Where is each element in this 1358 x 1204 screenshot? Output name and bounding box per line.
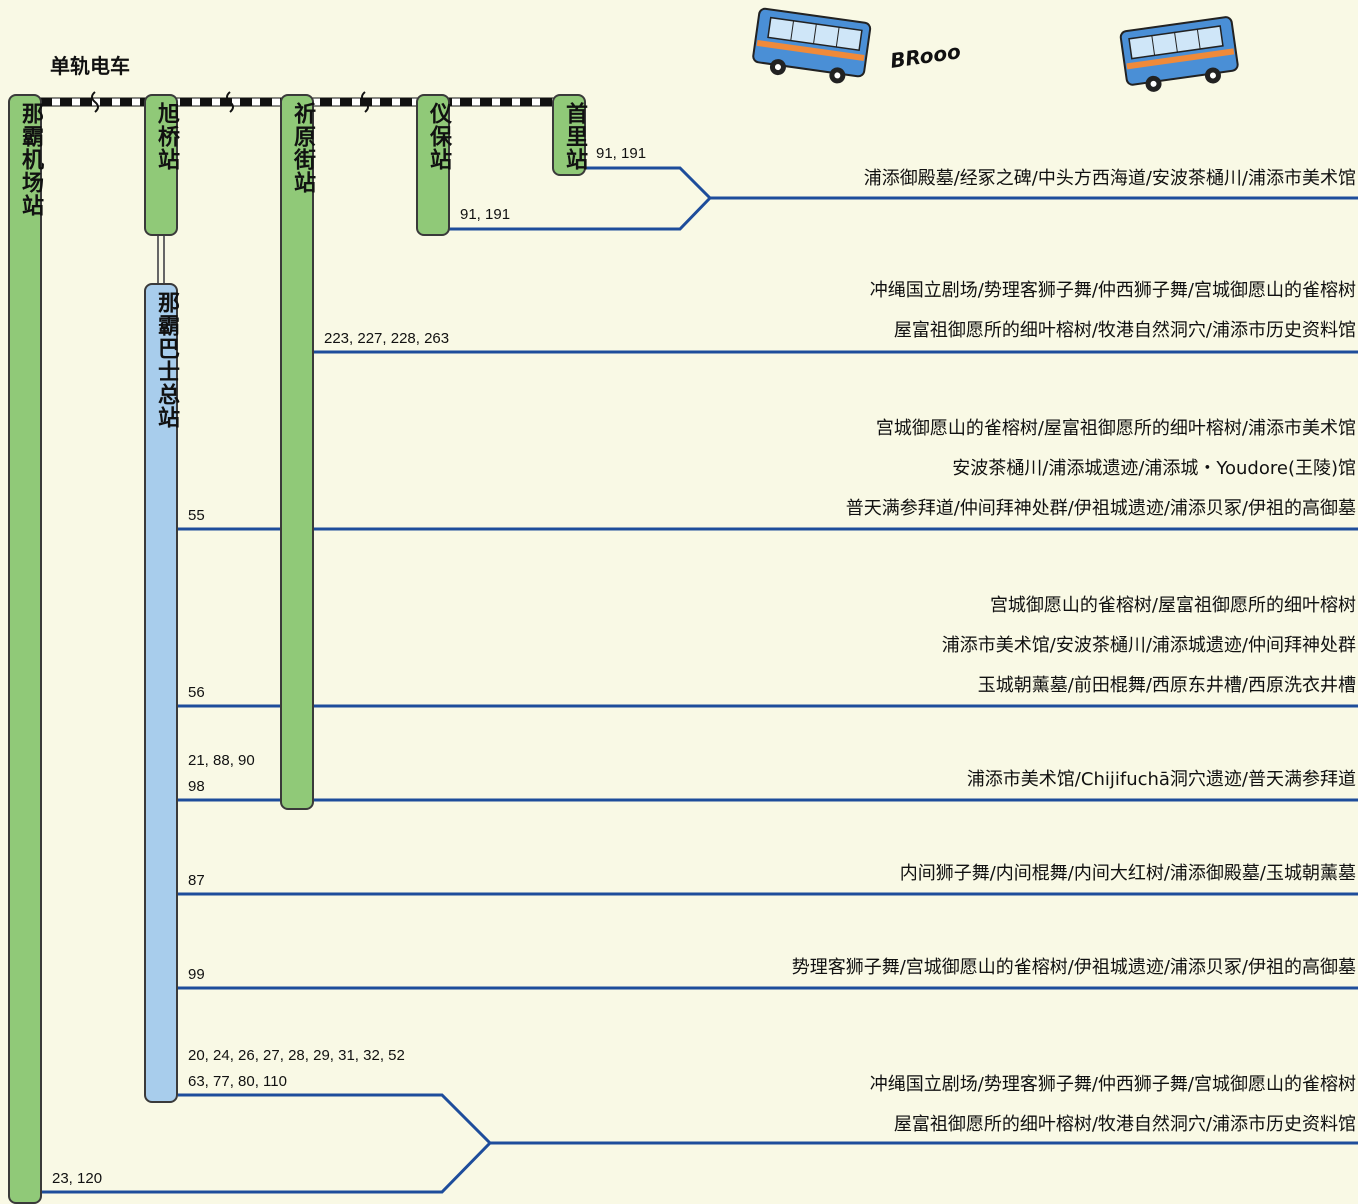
destination-text: 宫城御愿山的雀榕树/屋富祖御愿所的细叶榕树 bbox=[989, 595, 1356, 616]
destination-text: 浦添市美术馆/Chijifuchā洞穴遗迹/普天满参拜道 bbox=[966, 769, 1356, 790]
destination-text: 内间狮子舞/内间棍舞/内间大红树/浦添御殿墓/玉城朝薰墓 bbox=[899, 863, 1356, 884]
route-line-airport bbox=[42, 1141, 492, 1194]
station-naha-airport[interactable]: 那霸机场站 bbox=[8, 94, 43, 1204]
station-label: 那霸巴士总站 bbox=[154, 291, 179, 429]
destination-text: 玉城朝薰墓/前田棍舞/西原东井槽/西原洗衣井槽 bbox=[977, 675, 1356, 696]
destination-text: 冲绳国立剧场/势理客狮子舞/仲西狮子舞/宫城御愿山的雀榕树 bbox=[869, 1074, 1356, 1095]
destination-text: 屋富祖御愿所的细叶榕树/牧港自然洞穴/浦添市历史资料馆 bbox=[893, 1114, 1356, 1135]
monorail-label: 单轨电车 bbox=[50, 54, 130, 78]
destination-text: 宫城御愿山的雀榕树/屋富祖御愿所的细叶榕树/浦添市美术馆 bbox=[875, 418, 1356, 439]
track-break-icon bbox=[226, 91, 234, 113]
route-number-label: 63, 77, 80, 110 bbox=[188, 1073, 287, 1090]
route-number-label: 99 bbox=[188, 966, 205, 983]
destination-text: 普天满参拜道/仲间拜神处群/伊祖城遗迹/浦添贝冢/伊祖的高御墓 bbox=[845, 498, 1356, 519]
station-label: 仪保站 bbox=[426, 102, 451, 171]
track-break-icon bbox=[91, 91, 99, 113]
station-naha-bus-terminal[interactable]: 那霸巴士总站 bbox=[144, 283, 179, 1103]
station-label: 首里站 bbox=[562, 102, 587, 171]
route-number-label: 23, 120 bbox=[52, 1170, 103, 1187]
route-line-shuri bbox=[585, 166, 1358, 200]
route-number-label: 56 bbox=[188, 684, 205, 701]
route-number-label: 21, 88, 90 bbox=[188, 752, 255, 769]
route-number-label: 91, 191 bbox=[596, 145, 647, 162]
destination-text: 安波茶樋川/浦添城遗迹/浦添城・Youdore(王陵)馆 bbox=[952, 458, 1356, 479]
route-line-gibo bbox=[448, 196, 712, 231]
destination-text: 势理客狮子舞/宫城御愿山的雀榕树/伊祖城遗迹/浦添贝冢/伊祖的高御墓 bbox=[791, 957, 1356, 978]
station-label: 旭桥站 bbox=[154, 102, 179, 171]
route-number-label: 20, 24, 26, 27, 28, 29, 31, 32, 52 bbox=[188, 1047, 405, 1064]
destination-text: 浦添市美术馆/安波茶樋川/浦添城遗迹/仲间拜神处群 bbox=[941, 635, 1356, 656]
station-shuri[interactable]: 首里站 bbox=[552, 94, 587, 176]
station-label: 那霸机场站 bbox=[18, 102, 43, 217]
bus-icon bbox=[1119, 16, 1239, 92]
route-number-label: 87 bbox=[188, 872, 205, 889]
destination-text: 屋富祖御愿所的细叶榕树/牧港自然洞穴/浦添市历史资料馆 bbox=[893, 320, 1356, 341]
track-break-icon bbox=[361, 91, 369, 113]
route-number-label: 223, 227, 228, 263 bbox=[324, 330, 450, 347]
transfer-connector bbox=[157, 236, 165, 285]
destination-text: 浦添御殿墓/经冢之碑/中头方西海道/安波茶樋川/浦添市美术馆 bbox=[863, 168, 1356, 189]
route-number-label: 98 bbox=[188, 778, 205, 795]
station-makishi[interactable]: 祈原街站 bbox=[280, 94, 315, 810]
route-number-label: 55 bbox=[188, 507, 205, 524]
station-label: 祈原街站 bbox=[290, 102, 315, 194]
station-gibo[interactable]: 仪保站 bbox=[416, 94, 451, 236]
route-line-terminal bbox=[178, 1093, 1358, 1145]
bus-icon bbox=[752, 7, 872, 84]
route-number-label: 91, 191 bbox=[460, 206, 511, 223]
destination-text: 冲绳国立剧场/势理客狮子舞/仲西狮子舞/宫城御愿山的雀榕树 bbox=[869, 280, 1356, 301]
station-asahibashi[interactable]: 旭桥站 bbox=[144, 94, 179, 236]
